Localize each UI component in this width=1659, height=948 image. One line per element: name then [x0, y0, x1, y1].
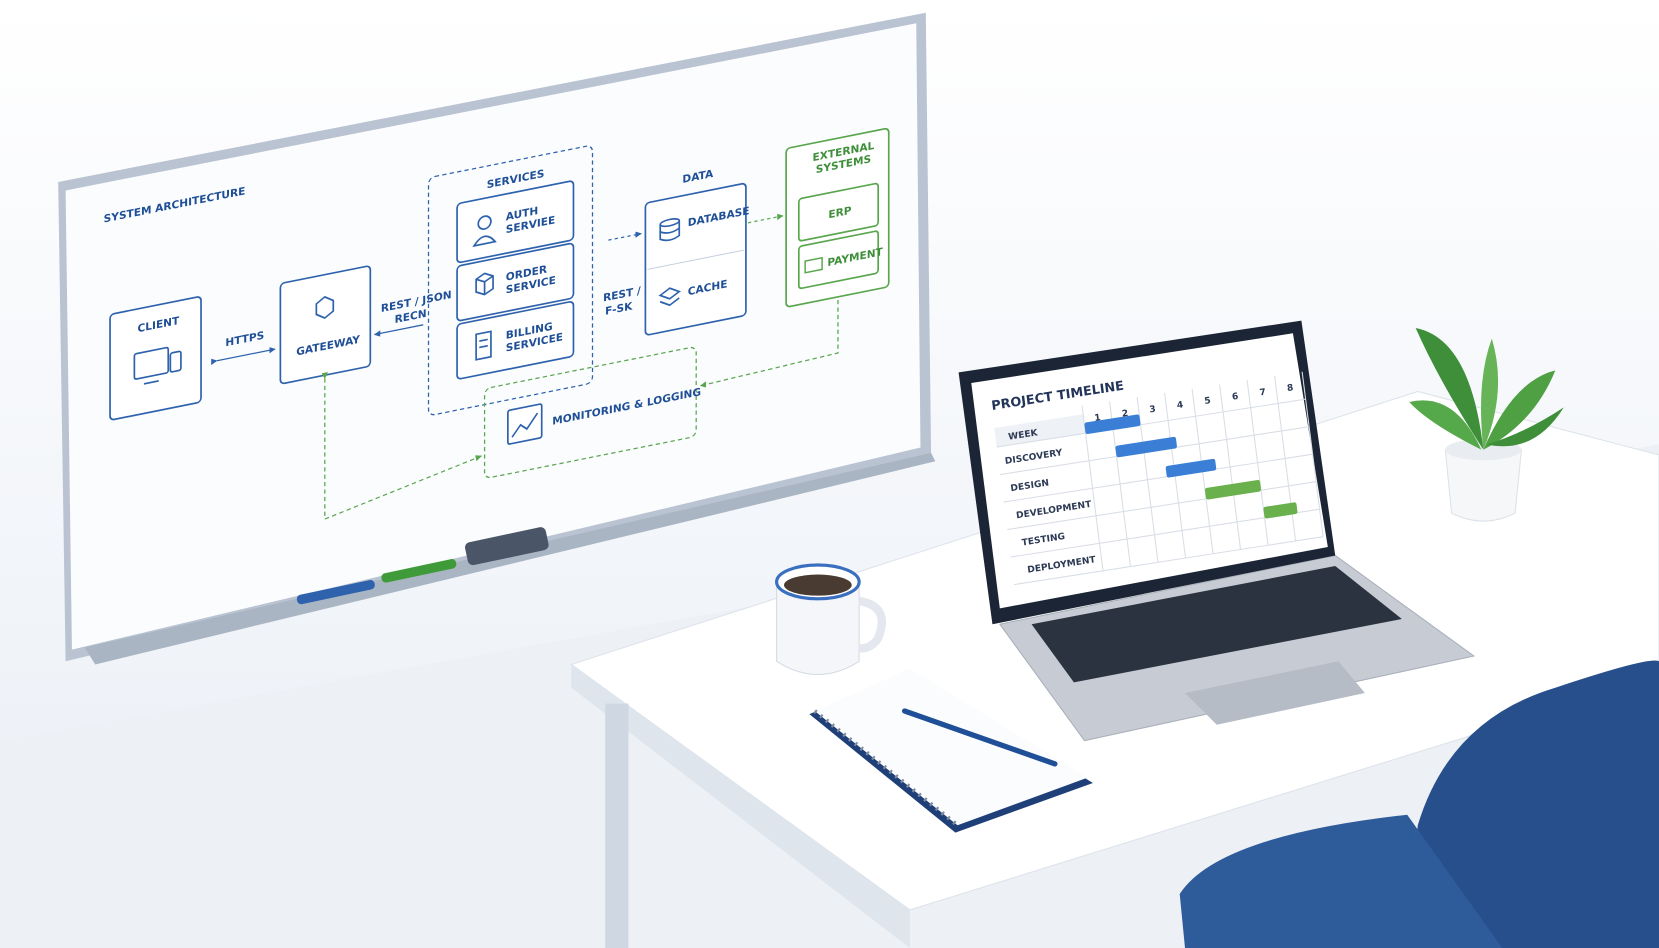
erp-label: ERP: [828, 204, 851, 222]
week-tick-label: 1: [1094, 413, 1102, 424]
green-marker: [381, 559, 457, 583]
week-tick-label: 5: [1204, 396, 1212, 407]
erp-box: [797, 182, 880, 242]
order-service-box: [456, 242, 575, 322]
week-header: WEEK: [1008, 428, 1039, 443]
billing-service-box: [456, 301, 575, 380]
payment-box: [797, 230, 880, 290]
week-tick-label: 6: [1231, 392, 1239, 403]
gateway-box: [279, 265, 372, 385]
notebook: [809, 668, 1093, 833]
laptop-screen: [971, 333, 1328, 609]
potted-plant: [1409, 327, 1564, 522]
week-tick-label: 8: [1286, 383, 1294, 394]
task-bar: [1165, 458, 1217, 478]
client-box: [109, 296, 202, 421]
blue-marker: [296, 579, 375, 605]
devices-icon: [133, 346, 182, 385]
card-icon: [804, 256, 823, 274]
task-bar: [1204, 479, 1261, 500]
box-icon: [475, 272, 494, 296]
marker-tray: [84, 452, 936, 665]
rest-sublabel: F-SK: [605, 299, 633, 317]
week-tick-label: 3: [1149, 405, 1157, 416]
gateway-icon: [315, 295, 335, 320]
task-bar: [1115, 436, 1177, 458]
whiteboard: SYSTEM ARCHITECTURE CLIENT GATEEWAY HTTP…: [58, 12, 936, 665]
grid-line: [1003, 453, 1313, 503]
week-tick-label: 2: [1121, 409, 1129, 420]
grid-line: [1007, 481, 1317, 531]
monitoring-box: [483, 346, 697, 479]
invoice-icon: [475, 330, 492, 361]
office-chair: [1179, 660, 1659, 948]
layers-icon: [658, 287, 682, 307]
chart-line-icon: [511, 412, 539, 438]
data-label: DATA: [682, 167, 713, 186]
week-tick-label: 4: [1176, 400, 1184, 411]
data-box: [644, 182, 747, 336]
grid-line: [1014, 536, 1324, 586]
eraser: [465, 527, 549, 566]
services-container: [427, 145, 594, 416]
pen: [901, 708, 1058, 767]
keyboard: [1031, 566, 1402, 683]
trackpad[interactable]: [1185, 661, 1365, 725]
grid-line: [996, 398, 1306, 448]
task-bar: [1084, 414, 1141, 435]
task-bar: [1263, 502, 1298, 519]
auth-service-box: [456, 180, 575, 264]
database-icon: [659, 218, 681, 242]
user-icon: [477, 215, 492, 230]
rest-json-sublabel: RECN: [395, 307, 427, 326]
coffee-mug: [775, 563, 886, 676]
week-tick-label: 7: [1259, 388, 1267, 399]
